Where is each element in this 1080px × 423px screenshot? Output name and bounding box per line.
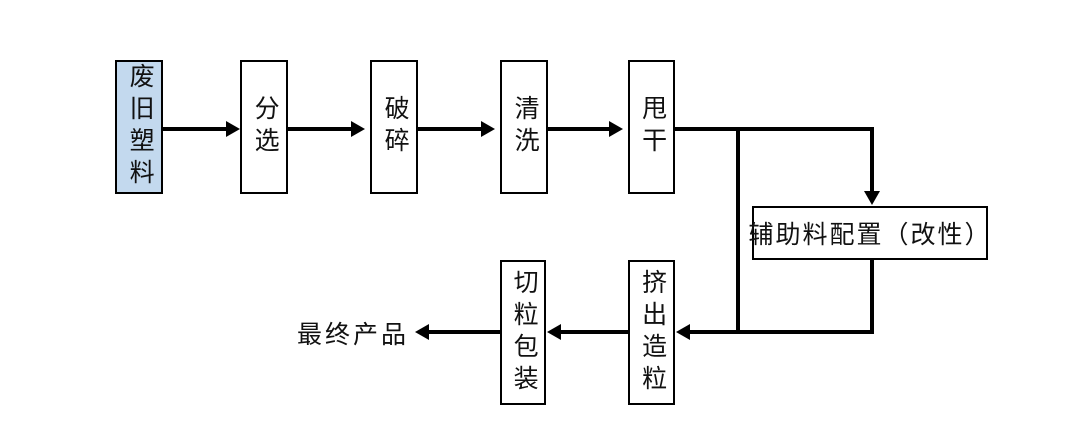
node-spin-drying[interactable]: 甩干 [628, 60, 675, 194]
arrowhead-into-extrusion-granulation [676, 324, 690, 340]
node-sorting-label: 分选 [251, 95, 279, 159]
arrowhead-into-spin-drying [609, 121, 623, 137]
edge-crushing-to-washing [418, 127, 482, 131]
edge-waste-plastic-to-sorting [163, 127, 227, 131]
edge-bottom-lane-to-extrusion-granulation [690, 330, 874, 334]
edge-pelletizing-packaging-to-final-product [428, 330, 500, 334]
edge-washing-to-spin-drying [548, 127, 610, 131]
arrowhead-into-washing [481, 121, 495, 137]
node-washing-label: 清洗 [511, 95, 539, 159]
node-extrusion-granulation[interactable]: 挤出造粒 [628, 260, 675, 405]
node-spin-drying-label: 甩干 [638, 95, 666, 159]
arrowhead-into-final-product [415, 324, 429, 340]
node-pelletizing-packaging-label: 切粒包装 [510, 268, 538, 397]
arrowhead-into-sorting [226, 121, 240, 137]
node-auxiliary-material-label: 辅助料配置（改性） [748, 222, 992, 249]
node-extrusion-granulation-label: 挤出造粒 [638, 268, 666, 397]
node-pelletizing-packaging[interactable]: 切粒包装 [500, 260, 546, 405]
label-final-product: 最终产品 [297, 322, 410, 349]
node-waste-plastic-label: 废旧塑料 [126, 63, 154, 191]
arrowhead-into-pelletizing-packaging [547, 324, 561, 340]
node-auxiliary-material[interactable]: 辅助料配置（改性） [749, 206, 990, 260]
node-sorting[interactable]: 分选 [240, 60, 288, 194]
arrowhead-into-crushing [351, 121, 365, 137]
edge-extrusion-granulation-to-pelletizing-packaging [560, 330, 628, 334]
edge-spin-drying-branch-top [675, 127, 874, 131]
edge-branch-to-extrusion-lane [736, 127, 740, 332]
node-waste-plastic[interactable]: 废旧塑料 [115, 60, 163, 194]
edge-sorting-to-crushing [288, 127, 352, 131]
arrowhead-into-auxiliary-material [864, 191, 880, 205]
node-washing[interactable]: 清洗 [500, 60, 548, 194]
edge-auxiliary-material-to-bottom-lane [870, 260, 874, 332]
edge-branch-to-auxiliary-material [870, 127, 874, 193]
node-crushing-label: 破碎 [381, 95, 409, 159]
node-crushing[interactable]: 破碎 [370, 60, 418, 194]
